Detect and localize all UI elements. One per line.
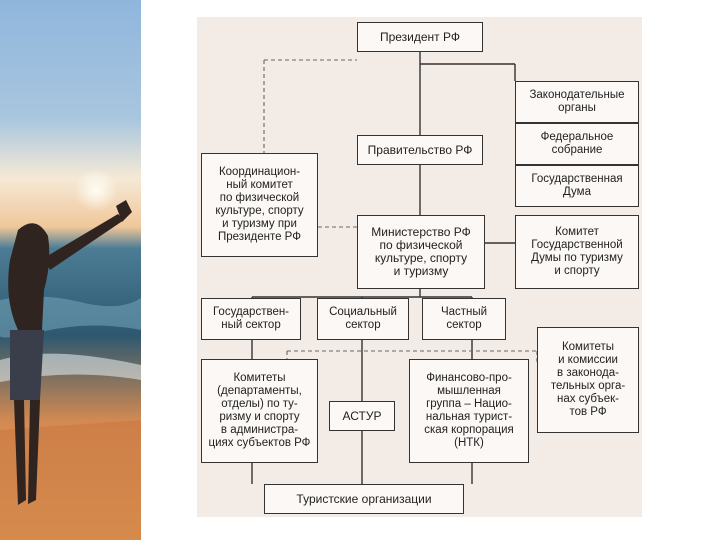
government-node: Правительство РФ xyxy=(357,135,483,165)
financial-group-node: Финансово-про- мышленная группа – Нацио-… xyxy=(409,359,529,463)
legislative-node: Законодательные органы xyxy=(515,81,639,123)
tourist-organizations-node: Туристские организации xyxy=(264,484,464,514)
state-sector-node: Государствен- ный сектор xyxy=(201,298,301,340)
state-duma-node: Государственная Дума xyxy=(515,165,639,207)
regional-committees-node: Комитеты и комиссии в законода- тельных … xyxy=(537,327,639,433)
coordination-committee-node: Координацион- ный комитет по физической … xyxy=(201,153,318,257)
private-sector-node: Частный сектор xyxy=(422,298,506,340)
duma-committee-node: Комитет Государственной Думы по туризму … xyxy=(515,215,639,289)
connector-lines xyxy=(251,52,538,484)
ministry-node: Министерство РФ по физической культуре, … xyxy=(357,215,485,289)
federal-assembly-node: Федеральное собрание xyxy=(515,123,639,165)
org-chart: Президент РФ Законодательные органы Прав… xyxy=(197,17,642,517)
astur-node: АСТУР xyxy=(329,401,395,431)
social-sector-node: Социальный сектор xyxy=(317,298,409,340)
president-node: Президент РФ xyxy=(357,22,483,52)
departments-node: Комитеты (департаменты, отделы) по ту- р… xyxy=(201,359,318,463)
decorative-photo xyxy=(0,0,141,540)
